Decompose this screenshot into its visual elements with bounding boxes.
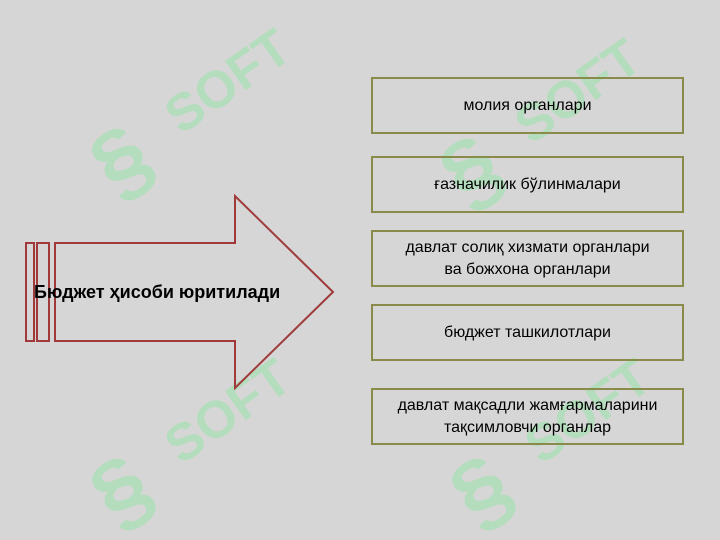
box-text-line: ғазначилик бўлинмалари [434, 175, 621, 193]
box-budget-organizations: бюджет ташкилотлари [371, 304, 684, 361]
box-text-line: бюджет ташкилотлари [444, 323, 611, 341]
box-text-line: тақсимловчи органлар [443, 418, 612, 436]
arrow-label: Бюджет ҳисоби юритилади [34, 282, 281, 302]
box-finance-bodies: молия органлари [371, 77, 684, 134]
arrow-body [54, 193, 335, 391]
arrow-stripe [36, 242, 50, 342]
box-tax-customs-bodies: давлат солиқ хизмати органлари ва божхон… [371, 230, 684, 287]
box-trust-fund-distributors: давлат мақсадли жамғармаларини тақсимлов… [371, 388, 684, 445]
arrow-stripe [25, 242, 35, 342]
box-text-line: ва божхона органлари [444, 260, 611, 278]
box-text-line: давлат мақсадли жамғармаларини [397, 396, 658, 414]
box-text-line: молия органлари [463, 96, 592, 114]
box-text-line: давлат солиқ хизмати органлари [405, 238, 650, 256]
box-treasury-units: ғазначилик бўлинмалари [371, 156, 684, 213]
